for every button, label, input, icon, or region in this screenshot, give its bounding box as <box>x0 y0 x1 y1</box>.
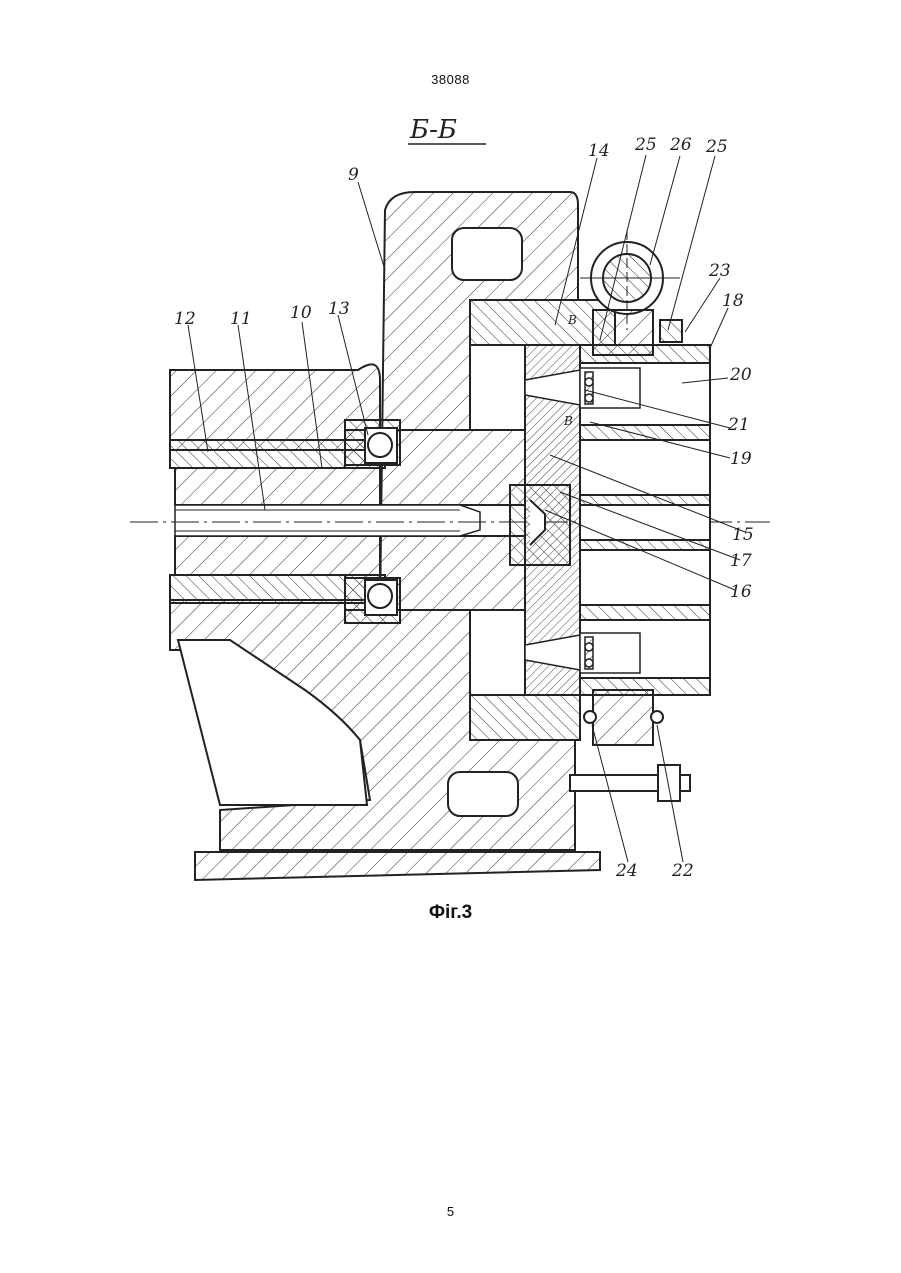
part-label-17: 17 <box>730 551 752 571</box>
base-plate <box>195 852 600 880</box>
shaft <box>175 505 480 536</box>
section-title-text: Б-Б <box>409 115 457 145</box>
bottom-clamp <box>570 690 690 801</box>
section-mark-upper: В <box>567 313 577 327</box>
part-label-23: 23 <box>708 261 731 281</box>
part-label-15: 15 <box>732 525 754 545</box>
part-label-25-right: 25 <box>705 137 728 157</box>
part-label-21: 21 <box>727 415 750 435</box>
part-label-25-left: 25 <box>634 135 657 155</box>
part-label-20: 20 <box>729 365 752 385</box>
part-label-10: 10 <box>290 303 312 323</box>
section-title: Б-Б <box>408 115 486 145</box>
part-label-9: 9 <box>348 165 359 185</box>
part-label-16: 16 <box>730 582 752 602</box>
bearing-bottom <box>345 578 400 623</box>
nut-23 <box>660 320 682 342</box>
bearing-top <box>345 420 400 465</box>
part-label-13: 13 <box>328 299 350 319</box>
part-label-18: 18 <box>722 291 744 311</box>
part-label-24: 24 <box>615 861 638 881</box>
part-label-26: 26 <box>669 135 692 155</box>
housing-window-bottom <box>448 772 518 816</box>
housing-window-top <box>452 228 522 280</box>
figure-caption: Фіг.3 <box>0 902 901 924</box>
page-number: 5 <box>0 1204 901 1219</box>
part-label-12: 12 <box>174 309 196 329</box>
technical-drawing: Б-Б <box>130 100 770 890</box>
part-label-11: 11 <box>230 309 252 329</box>
part-label-19: 19 <box>730 449 752 469</box>
section-mark-lower: В <box>563 414 573 428</box>
part-label-14: 14 <box>588 141 610 161</box>
document-number: 38088 <box>0 72 901 87</box>
part-label-22: 22 <box>671 861 694 881</box>
